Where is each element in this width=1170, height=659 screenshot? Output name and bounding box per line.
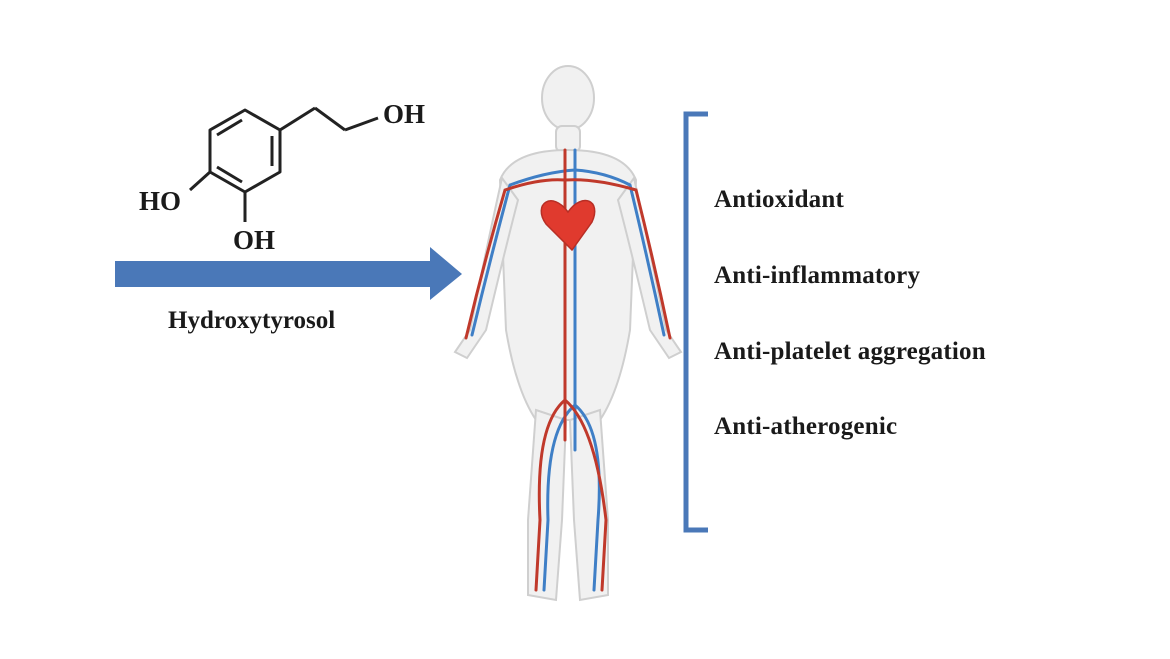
heart-icon [540, 199, 596, 252]
molecule-name-label: Hydroxytyrosol [168, 307, 336, 334]
effect-anti-platelet-label: Anti-platelet aggregation [714, 338, 986, 365]
effects-bracket [683, 111, 708, 533]
ho-group-left-label: HO [139, 186, 182, 216]
blue-arrow-icon [115, 247, 462, 300]
human-circulatory-figure [453, 65, 683, 602]
effect-antioxidant-label: Antioxidant [714, 186, 845, 213]
hydroxytyrosol-structure [188, 106, 379, 222]
oh-group-bottom-label: OH [233, 225, 276, 255]
effect-anti-inflammatory-label: Anti-inflammatory [714, 262, 921, 289]
effect-anti-atherogenic-label: Anti-atherogenic [714, 413, 898, 440]
oh-group-top-label: OH [383, 99, 426, 129]
